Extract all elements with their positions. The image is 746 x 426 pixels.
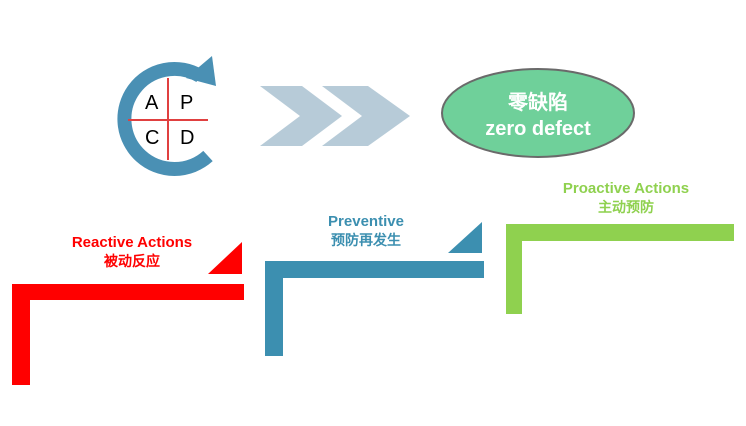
- preventive-en: Preventive: [328, 213, 404, 230]
- reactive-actions-cn: 被动反应: [104, 253, 160, 269]
- chevron-arrow-2: [322, 86, 410, 146]
- pdca-letter-p: P: [180, 92, 194, 114]
- pdca-letter-a: A: [145, 92, 159, 114]
- proactive-actions-cn: 主动预防: [598, 199, 654, 215]
- proactive-actions-en: Proactive Actions: [562, 180, 690, 197]
- preventive-cn: 预防再发生: [331, 232, 401, 248]
- reactive-actions-en: Reactive Actions: [71, 234, 193, 251]
- pdca-letter-c: C: [145, 127, 160, 149]
- reactive-step-triangle: [208, 242, 242, 274]
- pdca-letter-d: D: [180, 127, 195, 149]
- proactive-step-shape: [506, 224, 734, 314]
- reactive-step-shape: [12, 284, 244, 385]
- zero-defect-label-en: zero defect: [485, 118, 591, 140]
- preventive-step-shape: [265, 261, 484, 356]
- reactive-actions-label: Reactive Actions 被动反应: [46, 234, 218, 270]
- zero-defect-ellipse: [441, 68, 635, 158]
- zero-defect-label-cn: 零缺陷: [508, 92, 568, 114]
- chevron-arrow-1: [260, 86, 342, 146]
- pdca-cycle-arrowhead: [186, 56, 216, 86]
- pdca-cycle-ring: [117, 62, 213, 176]
- preventive-step-triangle: [448, 222, 482, 253]
- preventive-label: Preventive 预防再发生: [296, 213, 436, 249]
- proactive-actions-label: Proactive Actions 主动预防: [540, 180, 712, 216]
